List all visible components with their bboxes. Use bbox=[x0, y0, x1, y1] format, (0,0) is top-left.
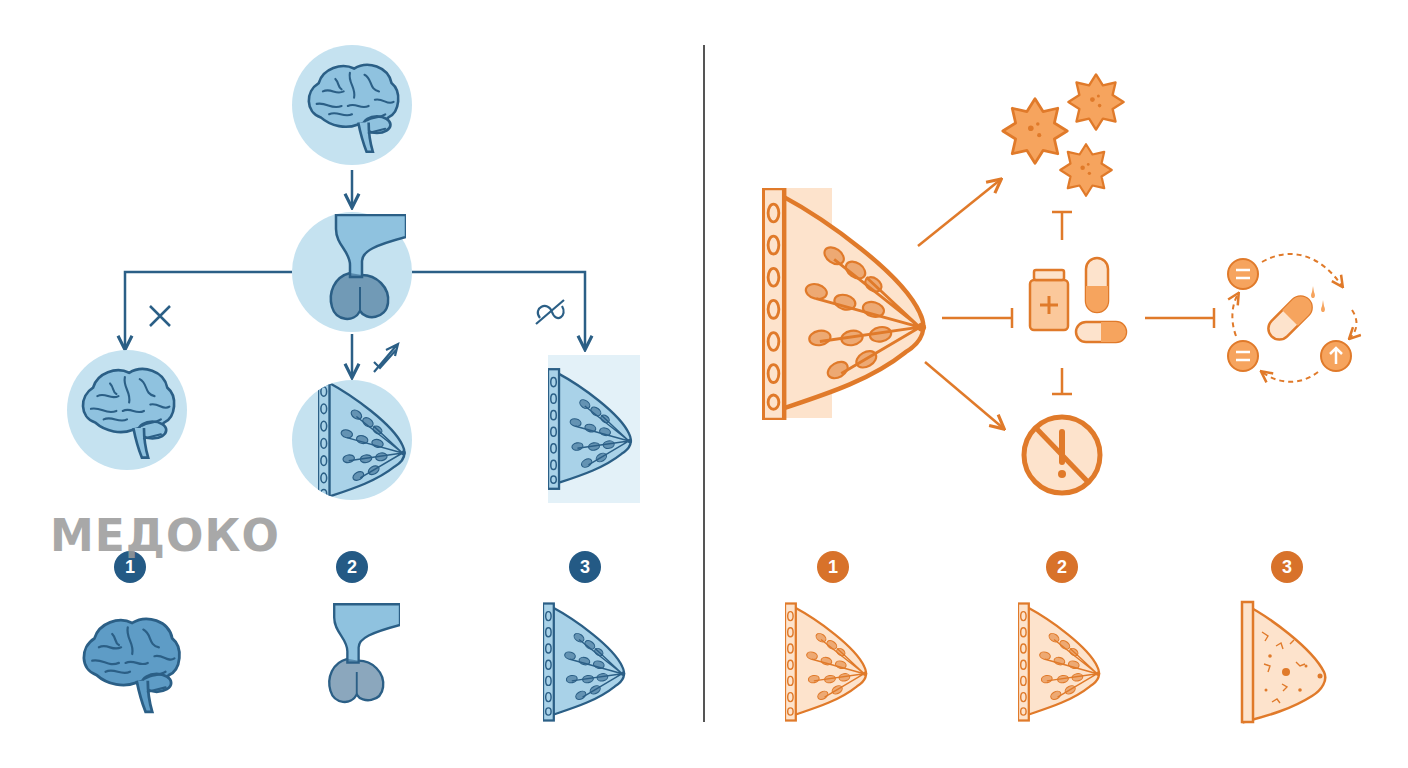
callout-number: 3 bbox=[1282, 558, 1292, 576]
callout-circle: 2 bbox=[336, 551, 368, 583]
callout-number: 2 bbox=[347, 558, 357, 576]
callout-circle: 2 bbox=[1046, 551, 1078, 583]
hormone-scheme bbox=[67, 45, 640, 721]
callout-circle: 1 bbox=[817, 551, 849, 583]
callout-number: 3 bbox=[580, 558, 590, 576]
watermark: МЕДОКО bbox=[50, 510, 280, 561]
callout-circle: 3 bbox=[1271, 551, 1303, 583]
callout-circle: 3 bbox=[569, 551, 601, 583]
divider bbox=[703, 45, 705, 722]
treatment-scheme bbox=[762, 74, 1356, 722]
callout-number: 2 bbox=[1057, 558, 1067, 576]
callout-number: 1 bbox=[828, 558, 838, 576]
